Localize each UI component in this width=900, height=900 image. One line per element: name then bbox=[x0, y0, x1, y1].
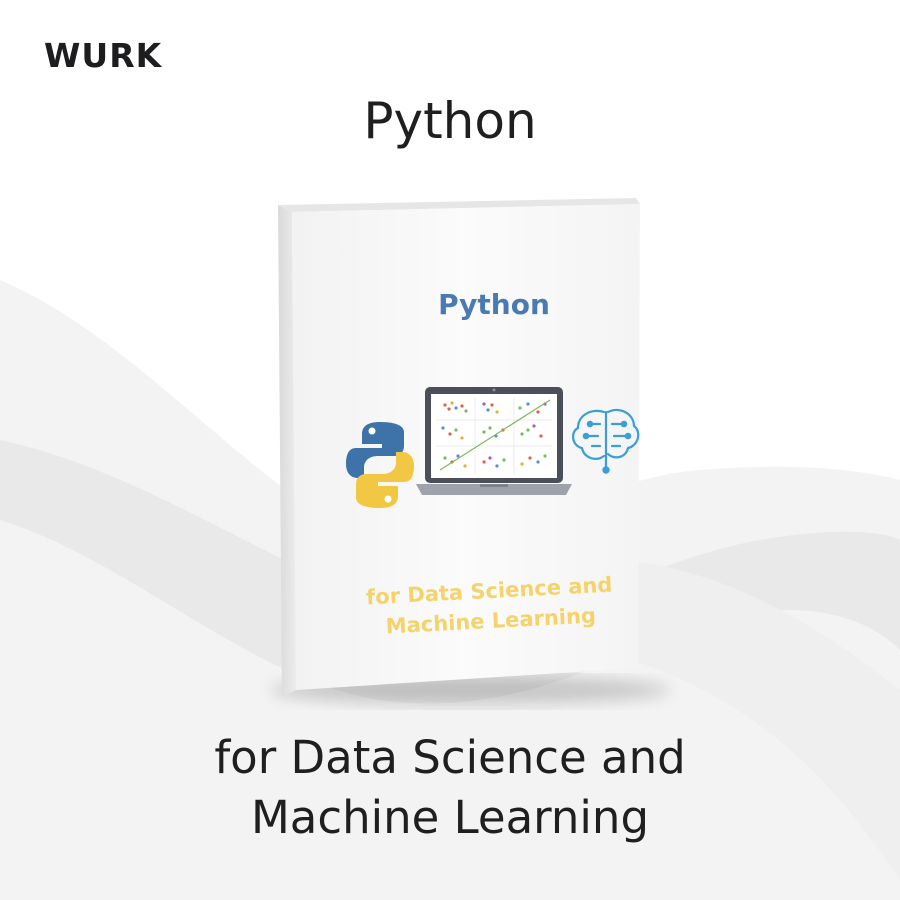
brand-logo: WURK bbox=[44, 36, 163, 75]
page-title: Python bbox=[363, 92, 537, 150]
circuit-brain-icon bbox=[572, 408, 640, 474]
page-subtitle-line2: Machine Learning bbox=[250, 791, 650, 844]
laptop-scatter-plot-icon bbox=[416, 387, 572, 495]
page-subtitle-line1: for Data Science and bbox=[214, 731, 686, 784]
box-cover-title: Python bbox=[438, 288, 550, 321]
page-subtitle: for Data Science and Machine Learning bbox=[0, 728, 900, 848]
box-side bbox=[278, 205, 296, 697]
python-logo-icon bbox=[346, 422, 414, 508]
box-top bbox=[278, 198, 640, 212]
